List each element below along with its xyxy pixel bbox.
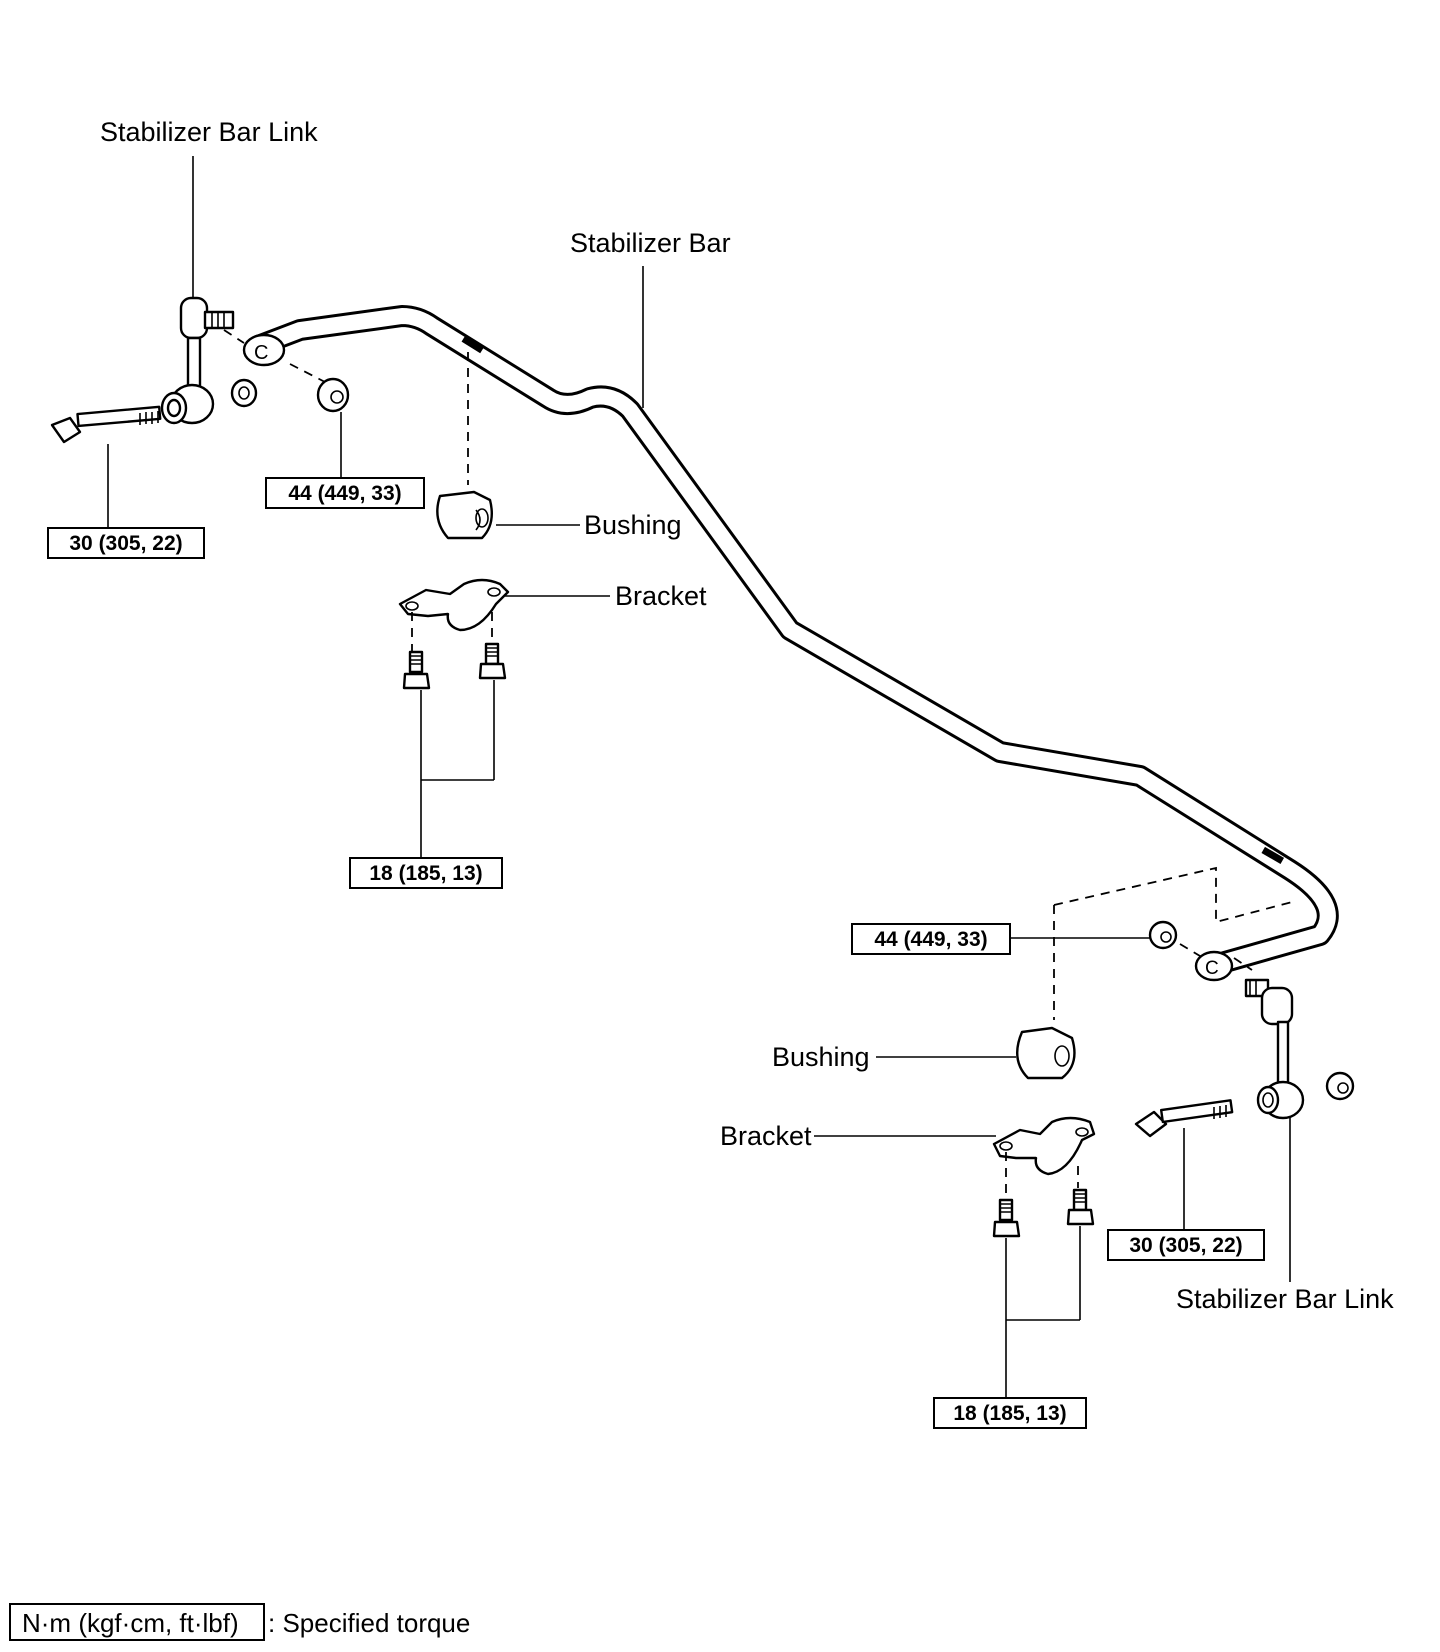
label-stabilizer-bar-link-right: Stabilizer Bar Link (1176, 1284, 1394, 1314)
legend: N·m (kgf·cm, ft·lbf) : Specified torque (9, 1603, 470, 1641)
left-link-bolt (50, 405, 162, 444)
right-link-nut (1325, 1071, 1355, 1101)
right-stabilizer-bar-link (1244, 978, 1305, 1120)
label-stabilizer-bar: Stabilizer Bar (570, 228, 731, 258)
left-bar-nut (316, 377, 350, 413)
legend-unit-box (9, 1603, 265, 1641)
svg-text:30 (305, 22): 30 (305, 22) (1129, 1234, 1242, 1257)
right-link-bolt (1134, 1099, 1234, 1138)
legend-description: : Specified torque (268, 1608, 470, 1638)
legend-unit-text: N·m (kgf·cm, ft·lbf) (22, 1608, 239, 1638)
torque-box-bracket-bolts-left: 18 (185, 13) (349, 857, 503, 889)
right-bracket (992, 1116, 1096, 1176)
left-bracket-bolt-1 (402, 650, 431, 690)
label-bracket-left: Bracket (615, 581, 707, 611)
torque-box-link-nut-right: 44 (449, 33) (851, 923, 1011, 955)
torque-box-link-bolt-right: 30 (305, 22) (1107, 1229, 1265, 1261)
svg-text:30 (305, 22): 30 (305, 22) (69, 532, 182, 555)
left-stabilizer-bar-link (160, 296, 235, 425)
right-bar-end: C (1194, 950, 1234, 982)
label-bushing-right: Bushing (772, 1042, 870, 1072)
left-bracket-bolt-2 (478, 642, 507, 680)
svg-text:18 (185, 13): 18 (185, 13) (369, 862, 482, 885)
leader-lines (107, 156, 1291, 1398)
torque-box-bracket-bolts-right: 18 (185, 13) (933, 1397, 1087, 1429)
svg-text:C: C (254, 342, 268, 364)
left-bushing (436, 490, 493, 540)
torque-box-link-nut-left: 44 (449, 33) (265, 477, 425, 509)
torque-box-link-bolt-left: 30 (305, 22) (47, 527, 205, 559)
left-link-nut (230, 378, 258, 408)
right-bar-nut (1148, 920, 1178, 950)
svg-text:C: C (1205, 958, 1219, 979)
left-bar-end: C (242, 333, 286, 367)
label-bushing-left: Bushing (584, 510, 682, 540)
right-bracket-bolt-1 (992, 1198, 1021, 1238)
svg-text:44 (449, 33): 44 (449, 33) (874, 928, 987, 951)
label-stabilizer-bar-link-left: Stabilizer Bar Link (100, 117, 318, 147)
svg-text:44 (449, 33): 44 (449, 33) (288, 482, 401, 505)
svg-text:18 (185, 13): 18 (185, 13) (953, 1402, 1066, 1425)
right-bushing (1016, 1026, 1076, 1080)
stabilizer-bar (247, 305, 1339, 973)
right-bracket-bolt-2 (1066, 1188, 1095, 1226)
label-bracket-right: Bracket (720, 1121, 812, 1151)
left-bracket (398, 578, 510, 632)
